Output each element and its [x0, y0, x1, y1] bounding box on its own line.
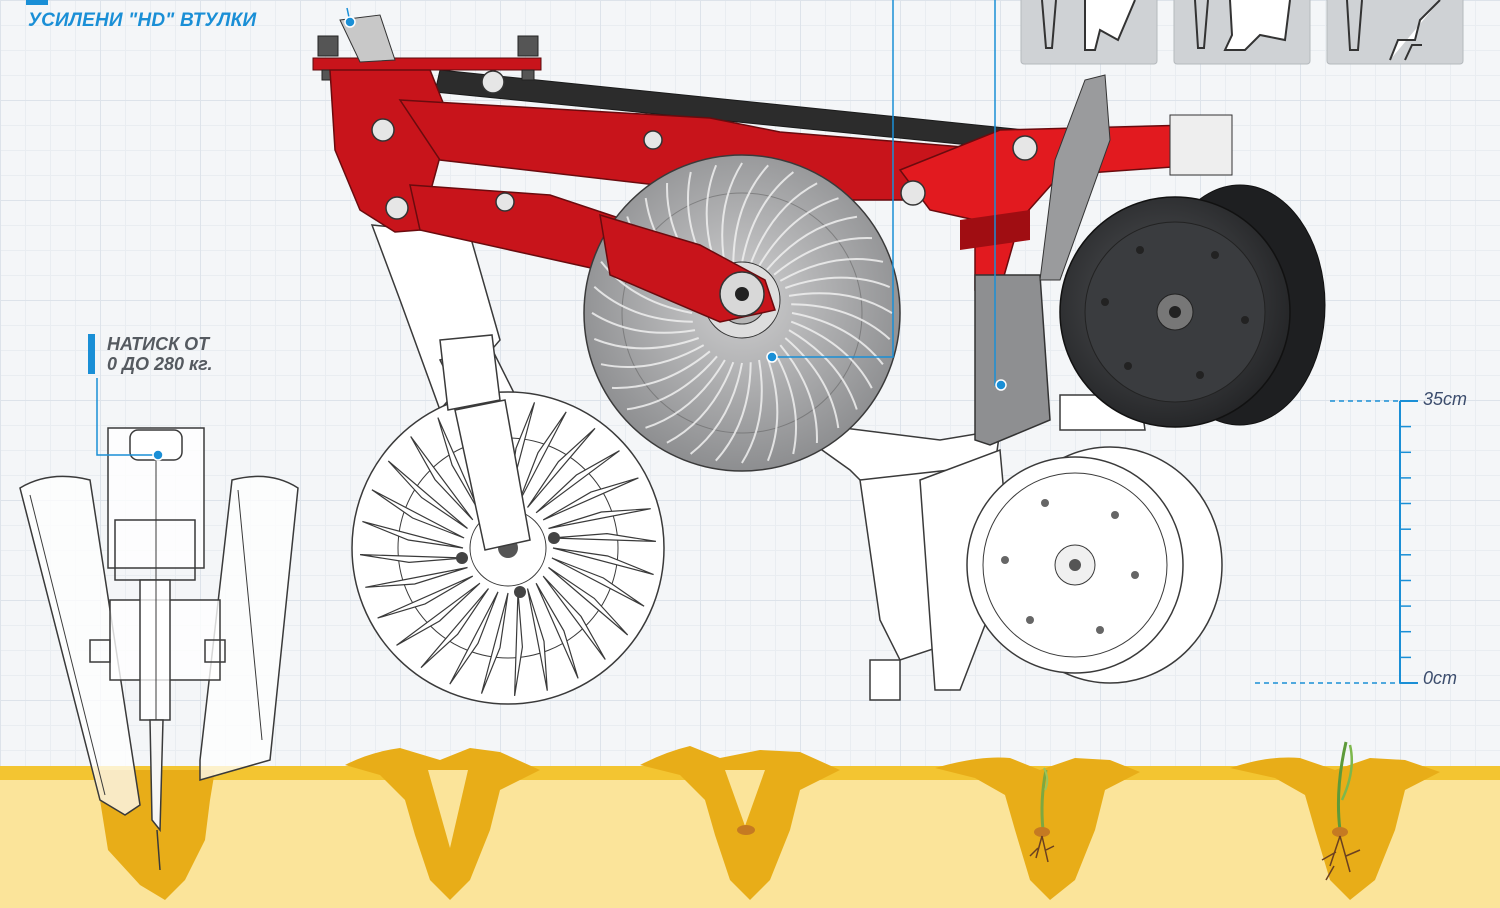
star-wheel-tooth — [542, 575, 606, 660]
disc-flute — [779, 257, 884, 282]
star-wheel-tooth — [551, 557, 645, 607]
disc-flute — [791, 312, 884, 366]
star-wheel-tooth — [371, 489, 465, 539]
star-wheel-tooth — [377, 575, 474, 619]
disc-flute — [626, 355, 718, 411]
disc-flute — [689, 362, 743, 455]
disc-flute — [721, 162, 743, 267]
disc-flute — [611, 350, 711, 389]
disc-flute — [749, 182, 818, 265]
star-wheel-tooth — [449, 591, 499, 685]
pressure-leader — [96, 378, 158, 456]
star-wheel-tooth — [548, 567, 629, 636]
opener-panel-3[interactable] — [1326, 0, 1464, 65]
disc-flute — [788, 292, 893, 314]
star-wheel-tooth — [362, 520, 464, 549]
disc-flute — [788, 329, 858, 410]
star-wheel-tooth — [552, 547, 654, 576]
disc-flute — [790, 320, 873, 389]
star-wheel-tooth — [365, 566, 468, 588]
gauge-wheel — [1059, 184, 1326, 428]
disc-flute — [593, 286, 693, 323]
disc-flute — [773, 350, 798, 455]
star-wheel-tooth — [542, 477, 639, 521]
disc-flute — [591, 312, 696, 334]
pressure-label-line1: НАТИСК ОТ — [107, 334, 210, 354]
disc-leader — [772, 0, 894, 358]
furrow-open — [345, 748, 540, 900]
disc-flute — [741, 171, 795, 264]
star-wheel-tooth — [396, 582, 481, 646]
star-wheel-tooth — [535, 450, 620, 514]
star-wheel-tooth — [387, 460, 468, 529]
opener-panel-2[interactable] — [1173, 0, 1311, 65]
depth-scale — [1255, 400, 1418, 684]
mounting-plate — [312, 57, 542, 71]
disc-flute — [779, 344, 818, 444]
callout-lines — [96, 0, 1007, 461]
front-view-row-unit — [19, 427, 299, 871]
residue-manager-wheel — [351, 391, 665, 705]
disc-flute — [593, 337, 700, 350]
star-wheel-tooth — [360, 554, 465, 564]
scale-bottom-label: 0cm — [1423, 668, 1458, 688]
star-wheel-tooth — [517, 411, 567, 505]
disc-flute — [766, 355, 779, 462]
star-wheel-tooth — [526, 588, 548, 691]
star-wheel-tooth — [548, 508, 651, 530]
pressure-label-line2: 0 ДО 280 кг. — [107, 354, 213, 374]
star-wheel-tooth — [527, 427, 596, 508]
disc-flute — [784, 337, 840, 429]
star-wheel-tooth — [420, 588, 489, 669]
star-wheel-tooth — [535, 582, 579, 679]
star-wheel-tooth — [514, 591, 524, 696]
seed — [737, 825, 755, 835]
bushings-label-accent — [26, 0, 48, 5]
disc-flute — [758, 197, 839, 267]
disc-flute — [715, 362, 752, 462]
furrow-seed-placed — [640, 746, 840, 900]
opener-panel-1[interactable] — [1020, 0, 1158, 65]
disc-flute — [741, 359, 763, 464]
opener-variant-panels — [1020, 0, 1464, 65]
disc-flute — [791, 303, 891, 340]
disc-flute — [600, 260, 693, 314]
mount-bolts — [317, 35, 539, 81]
disc-flute — [784, 276, 891, 289]
disc-flute — [773, 237, 873, 276]
side-view-row-unit — [312, 14, 1326, 705]
star-wheel-tooth — [480, 592, 509, 694]
bushings-label: УСИЛЕНИ "HD" ВТУЛКИ — [28, 10, 257, 31]
star-wheel-tooth — [410, 436, 474, 521]
disc-flute — [732, 164, 769, 264]
disc-flute — [766, 215, 858, 271]
closing-wheel — [966, 446, 1223, 684]
scale-top-label: 35cm — [1423, 389, 1468, 409]
disc-flute — [645, 359, 726, 429]
seed-tube — [974, 274, 1051, 446]
star-wheel-tooth — [437, 417, 481, 514]
disc-flute — [600, 344, 705, 369]
pressure-label-accent — [88, 334, 95, 374]
furrow-grown-seedling — [1230, 741, 1440, 900]
disc-flute — [666, 361, 735, 444]
star-wheel-tooth — [551, 532, 656, 542]
furrow-seedling — [935, 757, 1140, 900]
